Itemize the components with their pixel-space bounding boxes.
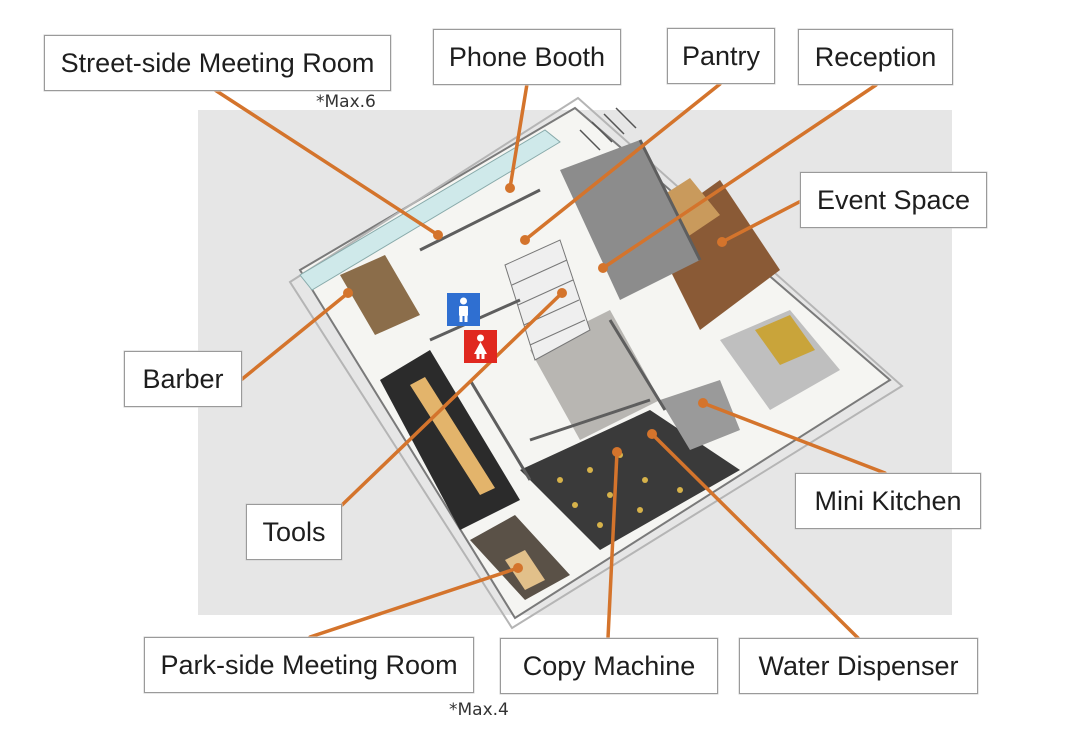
label-reception: Reception: [798, 29, 953, 85]
label-water-dispenser: Water Dispenser: [739, 638, 978, 694]
leader-park-meeting-room: [308, 566, 520, 639]
label-copy-machine: Copy Machine: [500, 638, 718, 694]
label-phone-booth: Phone Booth: [433, 29, 621, 85]
leader-barber: [239, 291, 350, 382]
lounge-carpet: [520, 410, 740, 550]
label-barber: Barber: [124, 351, 242, 407]
note-park-capacity: *Max.4: [449, 700, 509, 720]
leader-dots: [343, 183, 727, 573]
park-meeting-table: [505, 550, 545, 590]
leader-reception: [601, 83, 878, 270]
building-outer-wall: [288, 96, 904, 630]
note-street-capacity: *Max.6: [316, 92, 376, 112]
leader-tools: [340, 291, 564, 507]
street-glazing: [299, 129, 561, 291]
long-desk: [410, 377, 495, 495]
leader-mini-kitchen: [701, 401, 887, 475]
leader-pantry: [523, 82, 722, 242]
male-restroom-icon: [447, 293, 480, 326]
female-restroom-icon: [464, 330, 497, 363]
leader-copy-machine: [606, 450, 619, 640]
label-street-meeting-room: Street-side Meeting Room: [44, 35, 391, 91]
leader-street-meeting-room: [213, 88, 440, 237]
label-mini-kitchen: Mini Kitchen: [795, 473, 981, 529]
label-event-space: Event Space: [800, 172, 987, 228]
yellow-sofa: [755, 315, 815, 365]
label-park-meeting-room: Park-side Meeting Room: [144, 637, 474, 693]
leader-phone-booth: [508, 82, 529, 190]
leader-lines: [213, 82, 887, 640]
label-tools: Tools: [246, 504, 342, 560]
reception-floor: [560, 140, 700, 300]
window-grid: [579, 107, 637, 151]
leader-water-dispenser: [650, 432, 860, 640]
label-pantry: Pantry: [667, 28, 775, 84]
leader-event-space: [720, 198, 805, 244]
kitchen-area: [660, 380, 740, 450]
barber-room: [340, 255, 420, 335]
